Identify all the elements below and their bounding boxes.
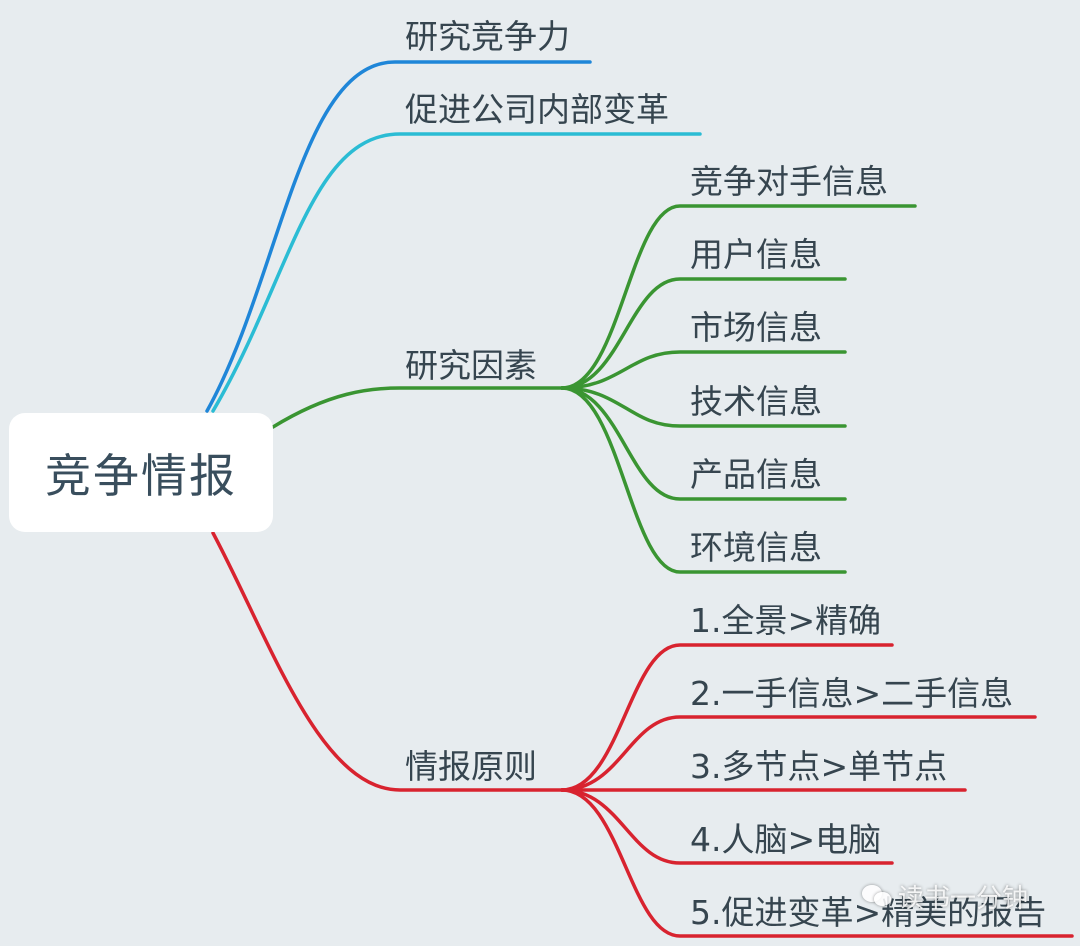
wechat-icon (862, 883, 892, 909)
root-node[interactable]: 竞争情报 (9, 413, 273, 532)
node-reform[interactable]: 促进公司内部变革 (405, 90, 669, 129)
connector-factors (271, 386, 564, 429)
node-principle-3[interactable]: 3.多节点>单节点 (690, 747, 948, 786)
connector-factor-4 (560, 386, 847, 428)
connector-principle-2 (560, 715, 1037, 792)
node-factor-technology[interactable]: 技术信息 (690, 382, 822, 421)
connector-factor-1 (560, 204, 917, 390)
node-factor-environment[interactable]: 环境信息 (690, 528, 822, 567)
node-competitiveness[interactable]: 研究竞争力 (405, 17, 570, 56)
connector-principle-1 (560, 643, 894, 792)
connector-reform (211, 132, 702, 413)
node-principle-4[interactable]: 4.人脑>电脑 (690, 820, 882, 859)
connector-principle-5 (560, 788, 1074, 938)
connector-competitiveness (205, 60, 592, 413)
connector-factor-3 (560, 350, 847, 390)
node-factor-user[interactable]: 用户信息 (690, 235, 822, 274)
node-factor-product[interactable]: 产品信息 (690, 455, 822, 494)
connector-principles (211, 531, 564, 792)
root-node-label: 竞争情报 (45, 448, 237, 503)
node-principle-1[interactable]: 1.全景>精确 (690, 601, 882, 640)
node-factor-market[interactable]: 市场信息 (690, 308, 822, 347)
connector-factor-6 (560, 386, 847, 574)
connector-lines (205, 60, 1074, 938)
watermark-text: 读书一分钟 (898, 883, 1029, 914)
node-principles[interactable]: 情报原则 (405, 747, 537, 786)
watermark: 读书一分钟 (862, 878, 1028, 914)
connector-factor-5 (560, 386, 847, 501)
connector-principle-4 (560, 788, 894, 865)
node-factors[interactable]: 研究因素 (405, 346, 537, 385)
node-factor-competitor[interactable]: 竞争对手信息 (690, 162, 888, 201)
connector-factor-2 (560, 277, 847, 390)
node-principle-2[interactable]: 2.一手信息>二手信息 (690, 674, 1014, 713)
